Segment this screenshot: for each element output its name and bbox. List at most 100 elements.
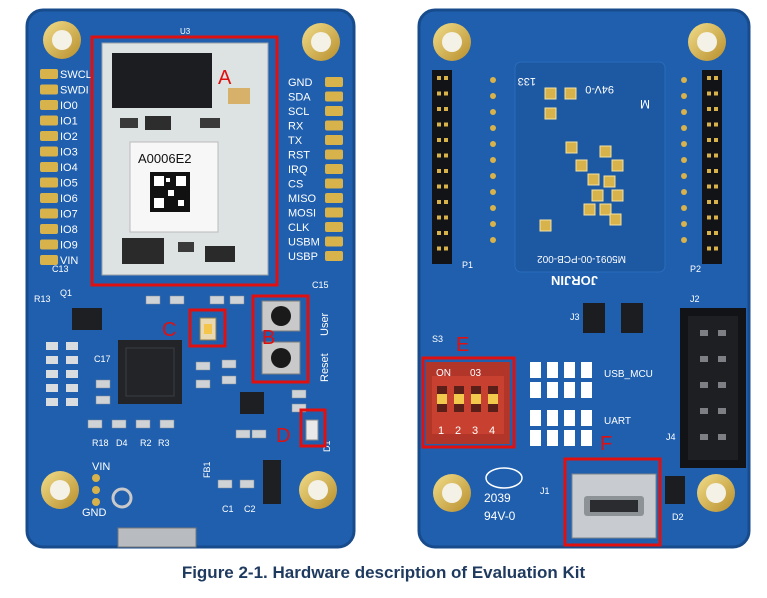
via (490, 109, 496, 115)
header-pin (444, 200, 448, 204)
header-pad (325, 149, 343, 160)
label-c2: C2 (244, 504, 256, 514)
header-pin (714, 246, 718, 251)
label-uart: UART (604, 416, 631, 427)
diode-d2 (665, 476, 685, 504)
power-led (305, 419, 319, 441)
mounting-hole (688, 23, 726, 61)
via (681, 189, 687, 195)
header-pad (40, 69, 58, 79)
header-pin (444, 91, 448, 96)
gold-pad (575, 159, 588, 172)
mounting-hole (697, 474, 735, 512)
label-gnd: GND (82, 507, 107, 519)
left-header-pads (40, 69, 58, 265)
header-pin (707, 107, 711, 111)
callout-label-b: B (262, 327, 275, 349)
header-p1-pins (437, 76, 448, 251)
via (681, 125, 687, 131)
passive-components (87, 295, 307, 489)
pin-label-io3: IO3 (60, 147, 78, 159)
dip-number-1: 1 (438, 425, 444, 437)
label-c17: C17 (94, 354, 111, 364)
right-header-pads (325, 77, 343, 261)
header-pad (325, 135, 343, 145)
gold-pad (603, 175, 616, 188)
resistor-pad (66, 342, 78, 350)
pin-label-sda: SDA (288, 92, 311, 104)
gold-pad (609, 213, 622, 226)
gold-pad (591, 189, 604, 202)
gold-pad (587, 173, 600, 186)
transistor (72, 308, 102, 330)
header-pin (707, 215, 711, 220)
gold-pad (599, 203, 612, 216)
jumper-pad (547, 362, 558, 378)
via (681, 173, 687, 179)
smd-component (251, 429, 267, 439)
silk-pcb-number: M5091-00-PCB-002 (537, 253, 626, 264)
header-pin (437, 200, 441, 204)
callout-label-c: C (162, 319, 176, 341)
reset-switch[interactable] (261, 300, 301, 332)
mounting-hole (43, 21, 81, 59)
pin-label-vin: VIN (60, 255, 78, 267)
header-pin (444, 122, 448, 127)
header-pin (437, 122, 441, 127)
connector-pin (718, 408, 726, 414)
smd-component (291, 389, 307, 399)
header-pin (437, 231, 441, 235)
header-pin (714, 138, 718, 142)
header-pin (707, 138, 711, 142)
header-pin (437, 76, 441, 80)
header-pin (714, 91, 718, 96)
connector-pin (700, 356, 708, 362)
connector-j4 (680, 308, 746, 468)
resistor-pad (66, 356, 78, 364)
header-pin (707, 231, 711, 235)
header-pin (437, 91, 441, 96)
pin-label-io6: IO6 (60, 193, 78, 205)
left-pin-labels: SWCLSWDIIO0IO1IO2IO3IO4IO5IO6IO7IO8IO9VI… (60, 69, 92, 267)
header-pad (325, 120, 343, 131)
jumper-pad (581, 382, 592, 398)
gold-pad (583, 203, 596, 216)
smd-component (111, 419, 127, 429)
module-pads (539, 87, 624, 232)
gold-pad (564, 87, 577, 100)
gold-pad (544, 107, 557, 120)
header-pin (714, 76, 718, 80)
pin-label-io1: IO1 (60, 116, 78, 128)
pin-pad (92, 474, 100, 482)
pin-pad (92, 498, 100, 506)
micro-usb-connector (571, 473, 657, 539)
smd-component (135, 419, 151, 429)
header-pin (444, 153, 448, 158)
resistor-pad (66, 384, 78, 392)
connector-pin (718, 434, 726, 440)
header-pad (325, 106, 343, 116)
user-switch[interactable] (261, 341, 301, 375)
label-usb-mcu: USB_MCU (604, 369, 653, 380)
label-q1: Q1 (60, 288, 72, 298)
smd-component (291, 403, 307, 413)
gold-pad (539, 219, 552, 232)
pin-label-io0: IO0 (60, 100, 78, 112)
label-p2: P2 (690, 264, 701, 274)
header-pin (714, 200, 718, 204)
connector-pin (718, 330, 726, 336)
header-pin (444, 138, 448, 142)
jumper-pad (530, 362, 541, 378)
header-p2-pins (707, 76, 718, 251)
header-p2 (702, 70, 722, 264)
usb-connector (117, 527, 197, 548)
mounting-hole (302, 23, 340, 61)
connector-pin (700, 382, 708, 388)
label-fb1: FB1 (202, 461, 212, 478)
header-pin (444, 76, 448, 80)
rf-chip (112, 53, 212, 108)
header-pin (437, 169, 441, 173)
header-pin (714, 153, 718, 158)
silk-94v0: 94V-0 (585, 83, 614, 95)
